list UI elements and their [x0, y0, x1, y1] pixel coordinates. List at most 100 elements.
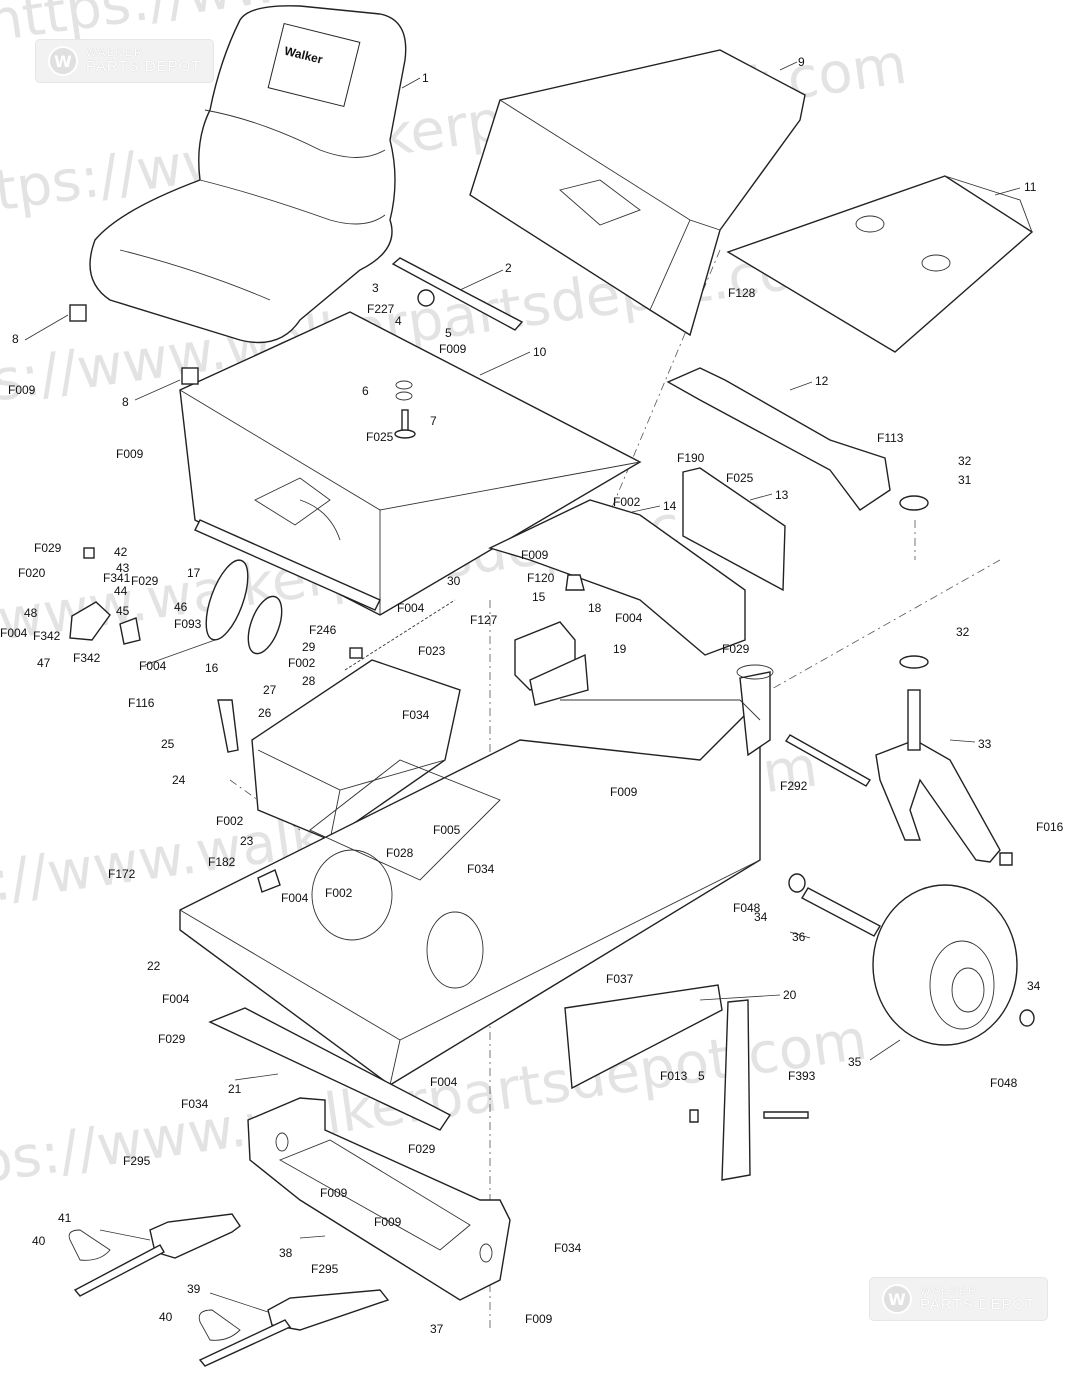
callout-label: F128 — [728, 286, 756, 300]
callout-label: F025 — [726, 471, 754, 485]
callout-label: F004 — [281, 891, 309, 905]
callout-label: F020 — [18, 566, 46, 580]
callout-label: 35 — [848, 1055, 862, 1069]
axle — [801, 887, 881, 937]
callout-label: F004 — [615, 611, 643, 625]
callout-label: 32 — [956, 625, 970, 639]
callout-label: F029 — [131, 574, 159, 588]
callout-label: F004 — [139, 659, 167, 673]
callout-label: F009 — [525, 1312, 553, 1326]
callout-label: F227 — [367, 302, 395, 316]
callout-label: F004 — [430, 1075, 458, 1089]
deck-plate — [726, 175, 1034, 353]
callout-label: F025 — [366, 430, 394, 444]
callout-label: 18 — [588, 601, 602, 615]
callout-label: 6 — [362, 384, 369, 398]
callout-label: 45 — [116, 604, 130, 618]
callout-label: 3 — [372, 281, 379, 295]
hitch-arm — [73, 1213, 241, 1297]
callout-label: F002 — [216, 814, 244, 828]
brand-logo-icon: W — [882, 1284, 912, 1314]
clip-pin — [198, 1309, 241, 1341]
callout-label: 37 — [430, 1322, 444, 1336]
callout-label: F342 — [73, 651, 101, 665]
brand-top-text: WALKER — [86, 47, 145, 59]
callout-label: 14 — [663, 499, 677, 513]
callout-label: F037 — [606, 972, 634, 986]
leader-lines — [24, 61, 1021, 1313]
hitch-arm — [198, 1289, 390, 1367]
callout-label: F172 — [108, 867, 136, 881]
callout-label: F190 — [677, 451, 705, 465]
callout-label: 26 — [258, 706, 272, 720]
callout-label: 1 — [422, 71, 429, 85]
callout-label: 43 — [116, 561, 130, 575]
callout-label: 38 — [279, 1246, 293, 1260]
callout-label: F005 — [433, 823, 461, 837]
side-cover — [488, 499, 746, 656]
callout-label: 5 — [445, 326, 452, 340]
callout-label: F034 — [467, 862, 495, 876]
chassis-frame — [179, 664, 774, 1086]
callout-label: F016 — [1036, 820, 1064, 834]
callout-label: F009 — [521, 548, 549, 562]
callout-label: F292 — [780, 779, 808, 793]
callout-label: F034 — [402, 708, 430, 722]
brand-badge: W WALKER PARTS DEPOT — [870, 1278, 1048, 1320]
callout-label: 8 — [12, 332, 19, 346]
callout-label: 10 — [533, 345, 547, 359]
wheel — [872, 884, 1018, 1046]
callout-label: F009 — [116, 447, 144, 461]
belt — [247, 595, 283, 655]
callout-label: F246 — [309, 623, 337, 637]
callout-label: F029 — [408, 1142, 436, 1156]
callout-label: 12 — [815, 374, 829, 388]
callout-label: 9 — [798, 55, 805, 69]
callout-label: F009 — [8, 383, 36, 397]
hood — [469, 49, 806, 337]
callout-label: F034 — [181, 1097, 209, 1111]
callout-label: F048 — [990, 1076, 1018, 1090]
callout-label: 33 — [978, 737, 992, 751]
callout-label: F048 — [733, 901, 761, 915]
callout-label: F002 — [613, 495, 641, 509]
callout-label: F295 — [123, 1154, 151, 1168]
callout-label: F009 — [320, 1186, 348, 1200]
callout-label: F295 — [311, 1262, 339, 1276]
callout-label: F341 — [103, 571, 131, 585]
callout-label: 19 — [613, 642, 627, 656]
callout-label: F029 — [722, 642, 750, 656]
callout-label: F182 — [208, 855, 236, 869]
callout-label: F342 — [33, 629, 61, 643]
callout-label: 21 — [228, 1082, 242, 1096]
callout-label: F034 — [554, 1241, 582, 1255]
callout-label: F028 — [386, 846, 414, 860]
hardware — [69, 289, 1035, 1123]
callout-labels: 1 2 3 4 5 6 7 8 8 9 10 11 12 13 14 15 16… — [0, 55, 1064, 1336]
callout-label: 46 — [174, 600, 188, 614]
callout-label: F009 — [374, 1215, 402, 1229]
rail — [194, 519, 381, 611]
callout-label: F023 — [418, 644, 446, 658]
callout-label: 41 — [58, 1211, 72, 1225]
spring — [344, 599, 456, 671]
callout-label: 42 — [114, 545, 128, 559]
callout-label: 39 — [187, 1282, 201, 1296]
callout-label: F116 — [128, 696, 155, 710]
callout-label: 28 — [302, 674, 316, 688]
callout-label: 2 — [505, 261, 512, 275]
callout-label: 5 — [698, 1069, 705, 1083]
callout-label: 20 — [783, 988, 797, 1002]
callout-label: F002 — [325, 886, 353, 900]
callout-label: 25 — [161, 737, 175, 751]
callout-label: 4 — [395, 314, 402, 328]
callout-label: 40 — [32, 1234, 46, 1248]
callout-label: 22 — [147, 959, 161, 973]
callout-label: 34 — [1027, 979, 1041, 993]
callout-label: 16 — [205, 661, 219, 675]
callout-label: 29 — [302, 640, 316, 654]
callout-label: F009 — [439, 342, 467, 356]
brand-bottom-text: PARTS DEPOT — [86, 58, 202, 75]
